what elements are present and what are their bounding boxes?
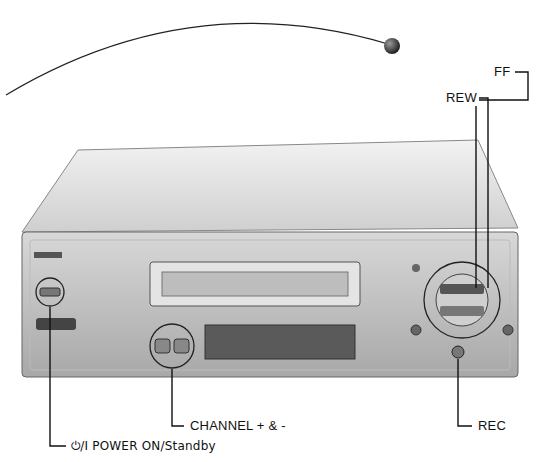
channel-plus bbox=[174, 339, 189, 353]
transport-pad bbox=[436, 274, 488, 326]
logo-plate bbox=[34, 252, 62, 258]
decor-ball bbox=[384, 38, 400, 54]
power-ring bbox=[36, 278, 64, 306]
aux-button bbox=[411, 325, 421, 335]
display bbox=[205, 325, 355, 359]
channel-ring bbox=[150, 324, 194, 368]
play-stop-keys bbox=[440, 306, 484, 316]
cassette-slot bbox=[162, 272, 348, 296]
rew-ff-keys bbox=[440, 284, 484, 294]
aux-button bbox=[503, 325, 513, 335]
vcr-bezel bbox=[30, 240, 510, 370]
leader-line bbox=[476, 72, 528, 288]
leader-line bbox=[172, 369, 184, 426]
power-label: ⏻/I POWER ON/Standby bbox=[69, 438, 218, 454]
vcr-top bbox=[22, 140, 518, 232]
rec-button bbox=[452, 346, 464, 358]
cassette-door bbox=[150, 262, 360, 306]
channel-minus bbox=[155, 339, 170, 353]
leader-line bbox=[50, 307, 66, 446]
aux-button bbox=[412, 264, 420, 272]
vcr-front bbox=[22, 232, 518, 377]
small-buttons bbox=[36, 318, 76, 330]
leader-line bbox=[477, 98, 488, 288]
channel-label: CHANNEL + & - bbox=[188, 418, 288, 434]
power-button bbox=[40, 288, 60, 296]
decor-arc bbox=[6, 23, 388, 95]
leader-line bbox=[458, 359, 472, 426]
rew-label: REW bbox=[444, 90, 479, 106]
rec-label: REC bbox=[476, 418, 508, 434]
ff-label: FF bbox=[492, 64, 512, 80]
